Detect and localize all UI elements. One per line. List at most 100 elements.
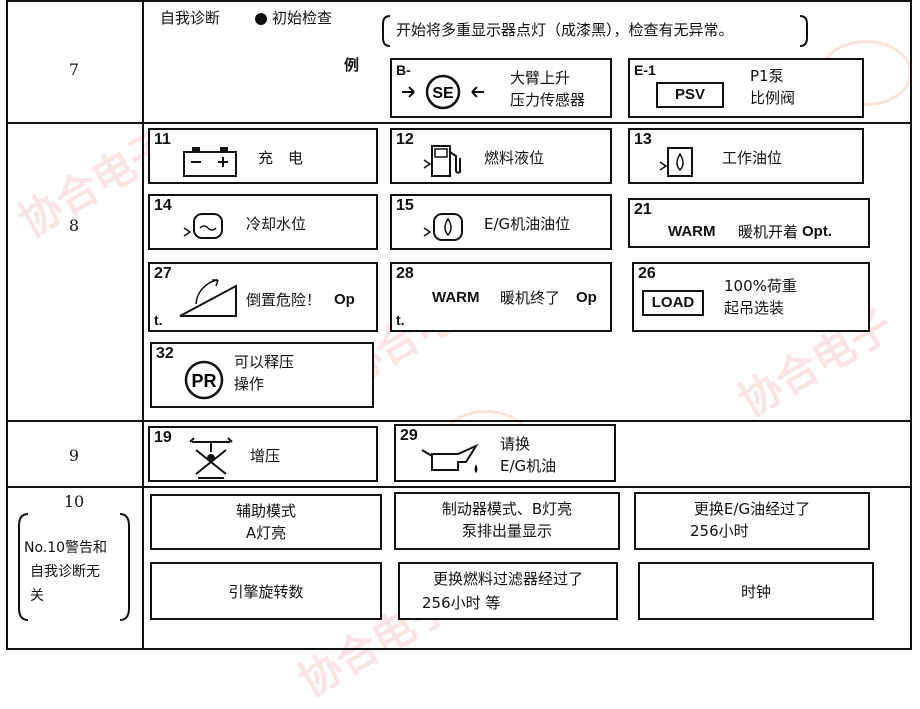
coolant-icon <box>183 213 223 239</box>
indicator-option: Opt. <box>802 223 832 240</box>
bracket-left-icon <box>382 15 391 47</box>
indicator-line1: 制动器模式、B灯亮 <box>441 500 573 518</box>
engine-oil-icon <box>423 213 463 241</box>
note-line3: 关 <box>30 588 44 604</box>
indicator-fuel-level: 12 燃料液位 <box>390 128 612 184</box>
indicator-line2: 操作 <box>234 375 265 393</box>
indicator-line1: 时钟 <box>740 583 771 601</box>
load-icon: LOAD <box>642 290 704 316</box>
sensor-icon: SE <box>402 74 484 110</box>
row-number-8: 8 <box>68 216 80 235</box>
indicator-line1: 更换E/G油经过了 <box>693 500 811 518</box>
pressure-release-icon-text: PR <box>191 371 216 391</box>
pressure-release-icon: PR <box>184 360 224 400</box>
indicator-line1: 可以释压 <box>234 353 295 371</box>
indicator-line2: 泵排出量显示 <box>461 522 552 540</box>
indicator-label: 充 电 <box>258 149 304 167</box>
oil-can-icon <box>421 443 479 473</box>
indicator-option-tail: t. <box>154 312 163 328</box>
indicator-code: 29 <box>400 427 418 444</box>
row-number-10: 10 <box>63 492 85 511</box>
sensor-icon-text: SE <box>432 85 454 102</box>
note-line1: No.10警告和 <box>24 540 108 556</box>
diagnostic-table-page: 协合电子 协合电子 协合电子 协合电子 7 自我诊断 初始检查 开始将多重显示器… <box>6 0 912 706</box>
indicator-label: 倒置危险！ <box>246 291 322 309</box>
hydraulic-oil-icon <box>659 147 693 177</box>
row-divider <box>6 486 912 488</box>
indicator-line2: 起吊选装 <box>724 299 785 317</box>
example-indicator-boom-sensor: B- SE 大臂上升 压力传感器 <box>390 58 612 118</box>
row-number-7: 7 <box>68 60 80 79</box>
indicator-code: 26 <box>638 265 656 282</box>
indicator-warm-up-done: 28 WARM 暖机终了 Op t. <box>390 262 612 332</box>
battery-icon <box>183 147 237 177</box>
indicator-engine-oil-level: 15 E/G机油油位 <box>390 194 612 250</box>
indicator-line2: 256小时 等 <box>422 594 501 612</box>
indicator-brake-mode: 制动器模式、B灯亮 泵排出量显示 <box>394 492 620 550</box>
indicator-label: E/G机油油位 <box>484 215 571 233</box>
indicator-code: 27 <box>154 265 172 282</box>
indicator-option: Op <box>334 291 355 308</box>
indicator-label: 暖机开着 <box>738 223 799 241</box>
bracket-right-icon <box>799 15 808 47</box>
indicator-line1: 更换燃料过滤器经过了 <box>432 570 583 588</box>
indicator-label: 冷却水位 <box>246 215 307 233</box>
indicator-hydraulic-oil-level: 13 工作油位 <box>628 128 864 184</box>
indicator-code: 13 <box>634 131 652 148</box>
indicator-clock: 时钟 <box>638 562 874 620</box>
boost-icon <box>189 437 233 479</box>
indicator-code: 19 <box>154 429 172 446</box>
indicator-line1: 请换 <box>500 435 531 453</box>
indicator-line2: 比例阀 <box>750 89 796 107</box>
bracket-left-icon <box>18 513 29 621</box>
indicator-line1: 100%荷重 <box>724 277 797 295</box>
indicator-line2: A灯亮 <box>245 524 287 542</box>
indicator-option-tail: t. <box>396 312 405 328</box>
indicator-code: 21 <box>634 201 652 218</box>
indicator-label: 增压 <box>250 447 281 465</box>
indicator-line1: 引擎旋转数 <box>228 583 304 601</box>
indicator-line2: 压力传感器 <box>510 91 586 109</box>
table-frame <box>6 0 912 650</box>
indicator-boost: 19 增压 <box>148 426 378 482</box>
indicator-aux-mode: 辅助模式 A灯亮 <box>150 494 382 550</box>
indicator-code: 12 <box>396 131 414 148</box>
row-number-9: 9 <box>68 446 80 465</box>
example-label: 例 <box>344 57 360 74</box>
indicator-engine-oil-hours: 更换E/G油经过了 256小时 <box>634 492 870 550</box>
fuel-pump-icon <box>423 145 461 177</box>
indicator-label-en: WARM <box>668 223 716 240</box>
indicator-line1: P1泵 <box>750 67 784 85</box>
indicator-code: 15 <box>396 197 414 214</box>
bracket-right-icon <box>119 513 130 621</box>
indicator-option: Op <box>576 289 597 306</box>
indicator-pressure-release: 32 PR 可以释压 操作 <box>150 342 374 408</box>
tilt-icon <box>179 279 237 317</box>
indicator-fuel-filter-hours: 更换燃料过滤器经过了 256小时 等 <box>398 562 618 620</box>
note-line2: 自我诊断无 <box>30 564 100 580</box>
initial-check-label: 初始检查 <box>272 9 333 27</box>
psv-icon: PSV <box>656 82 724 108</box>
indicator-full-load-lift: 26 LOAD 100%荷重 起吊选装 <box>632 262 870 332</box>
indicator-code: E-1 <box>634 62 656 78</box>
indicator-label-en: WARM <box>432 289 480 306</box>
indicator-warm-up-on: 21 WARM 暖机开着 Opt. <box>628 198 870 248</box>
indicator-label: 暖机终了 <box>500 289 561 307</box>
column-divider <box>142 0 144 650</box>
initial-check-description: 开始将多重显示器点灯（成漆黑），检查有无异常。 <box>396 21 734 39</box>
indicator-change-engine-oil: 29 请换 E/G机油 <box>394 424 616 482</box>
indicator-line1: 大臂上升 <box>510 69 571 87</box>
indicator-coolant-level: 14 冷却水位 <box>148 194 378 250</box>
indicator-line1: 辅助模式 <box>235 502 296 520</box>
indicator-code: 14 <box>154 197 172 214</box>
indicator-tilt-danger: 27 倒置危险！ Op t. <box>148 262 378 332</box>
row-divider <box>6 122 912 124</box>
indicator-code: 11 <box>154 131 171 148</box>
indicator-code: 32 <box>156 345 174 362</box>
indicator-engine-rpm: 引擎旋转数 <box>150 562 382 620</box>
self-diagnosis-label: 自我诊断 <box>160 9 221 27</box>
indicator-charge: 11 充 电 <box>148 128 378 184</box>
bullet-icon <box>255 13 267 25</box>
indicator-line2: 256小时 <box>690 522 749 540</box>
indicator-line2: E/G机油 <box>500 457 557 475</box>
